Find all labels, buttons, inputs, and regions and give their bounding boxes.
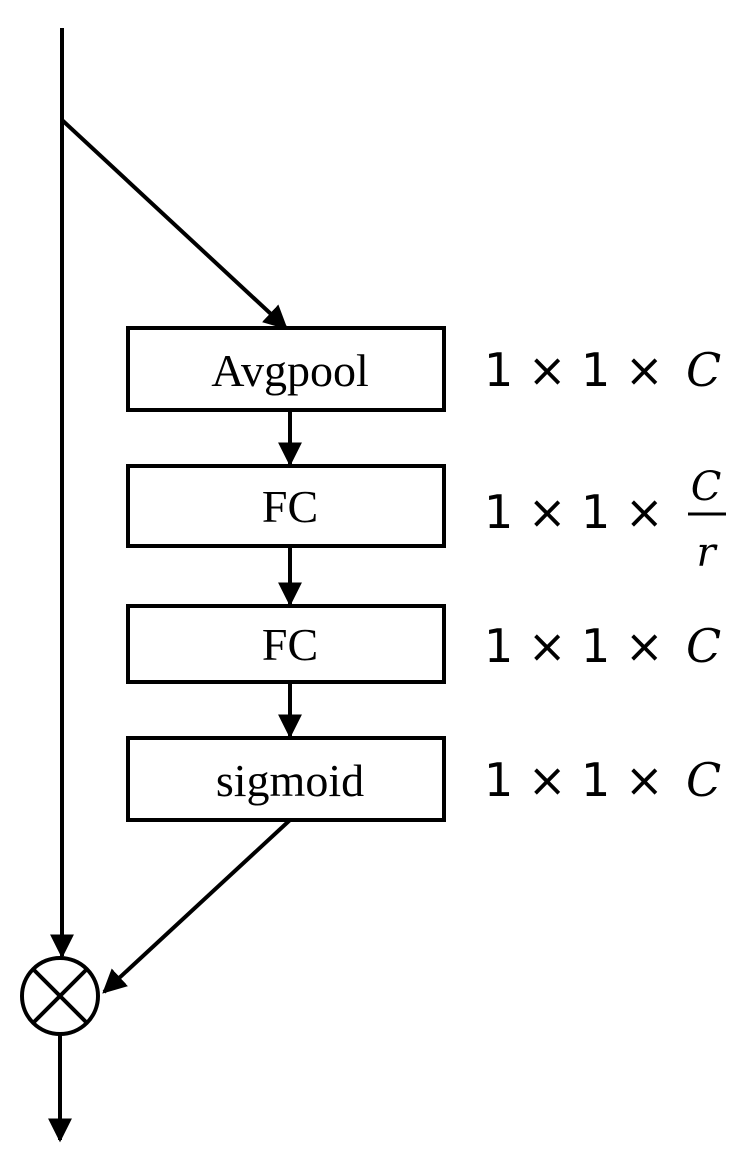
dim-prefix: 1 × 1 ×	[484, 619, 664, 673]
block-sigmoid: sigmoid	[126, 736, 446, 822]
block-fc-1: FC	[126, 464, 446, 548]
dim-prefix: 1 × 1 ×	[484, 343, 664, 397]
dim-prefix: 1 × 1 ×	[484, 485, 664, 539]
block-fc-1-label: FC	[262, 481, 318, 532]
dim-var: C	[686, 753, 721, 807]
dim-var: C	[686, 343, 721, 397]
block-avgpool-label: Avgpool	[211, 345, 369, 396]
multiply-icon	[20, 956, 100, 1036]
dim-label-avgpool: 1 × 1 × C	[484, 343, 721, 397]
block-sigmoid-label: sigmoid	[216, 755, 364, 806]
dim-prefix: 1 × 1 ×	[484, 753, 664, 807]
block-avgpool: Avgpool	[126, 326, 446, 412]
dim-label-fc2: 1 × 1 × C	[484, 619, 721, 673]
dim-denominator: r	[696, 530, 718, 576]
block-fc-2: FC	[126, 604, 446, 684]
dim-label-sigmoid: 1 × 1 × C	[484, 753, 721, 807]
branch-arrow-out	[102, 818, 292, 994]
dim-var: C	[686, 619, 721, 673]
branch-arrow-in	[60, 118, 288, 330]
dim-label-fc1: 1 × 1 × C r	[484, 464, 726, 576]
dim-numerator: C	[691, 464, 722, 510]
block-fc-2-label: FC	[262, 619, 318, 670]
